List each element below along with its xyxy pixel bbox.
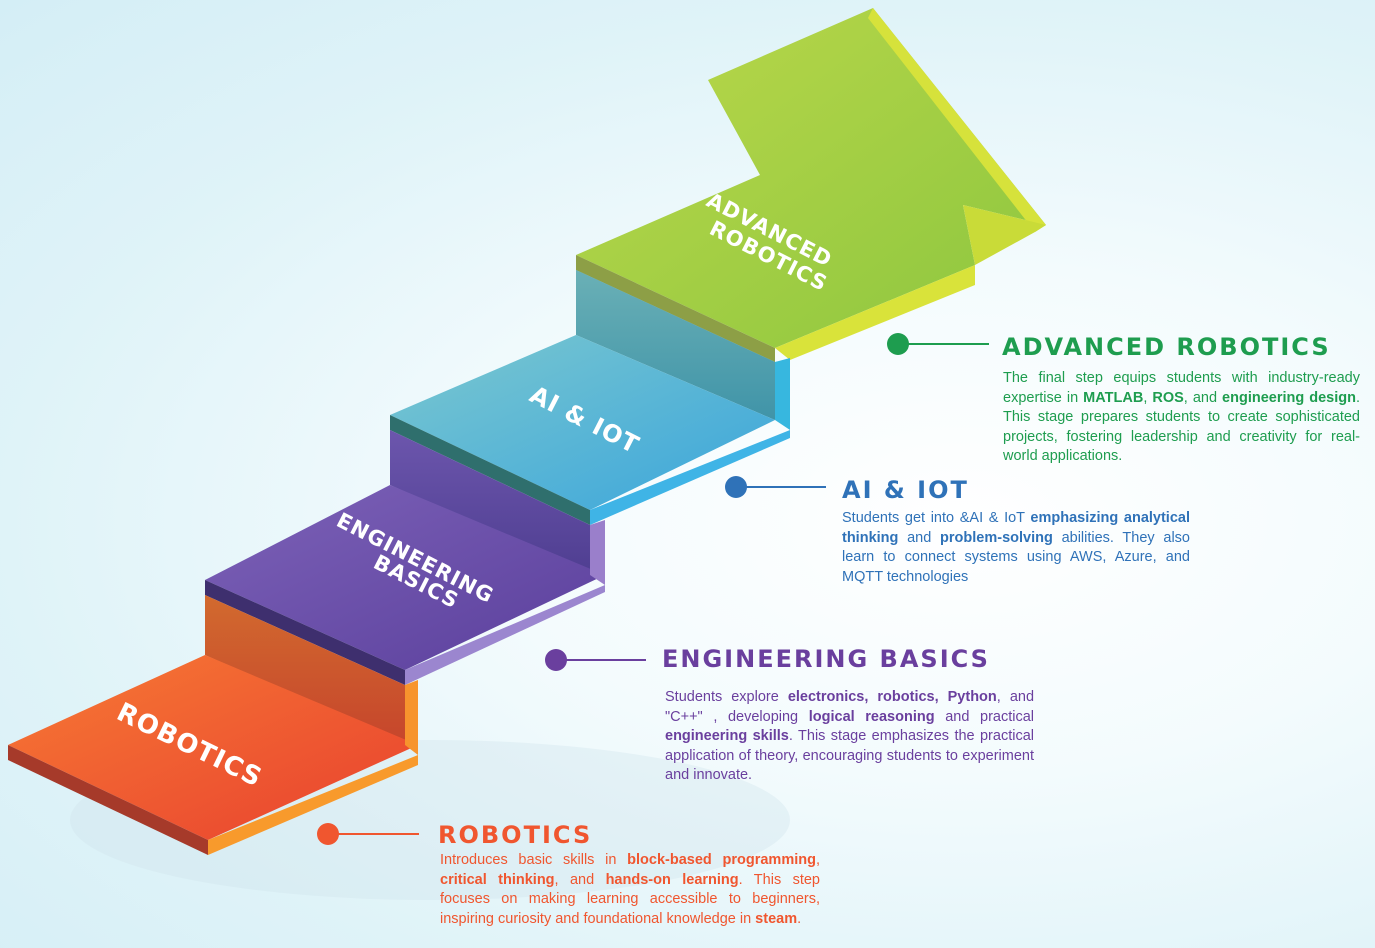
ai-iot-title: AI & IOT [842, 476, 969, 504]
robotics-description: Introduces basic skills in block-based p… [440, 852, 820, 927]
ai-iot-dot [725, 476, 747, 498]
engineering-connector-line [562, 659, 646, 661]
advanced-dot [887, 333, 909, 355]
ai-iot-connector-line [742, 486, 826, 488]
robotics-step [8, 595, 418, 855]
advanced-connector-line [905, 343, 989, 345]
ai-iot-description: Students get into &AI & IoT emphasizing … [842, 510, 1190, 585]
arrow-graphic [576, 8, 1046, 360]
advanced-description: The final step equips students with indu… [1003, 370, 1361, 464]
ai-iot-step [390, 270, 790, 525]
engineering-dot [545, 649, 567, 671]
engineering-title: ENGINEERING BASICS [662, 645, 990, 673]
robotics-dot [317, 823, 339, 845]
engineering-step [205, 430, 605, 685]
robotics-title: ROBOTICS [438, 821, 593, 849]
robotics-connector-line [335, 833, 419, 835]
advanced-title: ADVANCED ROBOTICS [1002, 333, 1331, 361]
engineering-description: Students explore electronics, robotics, … [665, 689, 1035, 783]
